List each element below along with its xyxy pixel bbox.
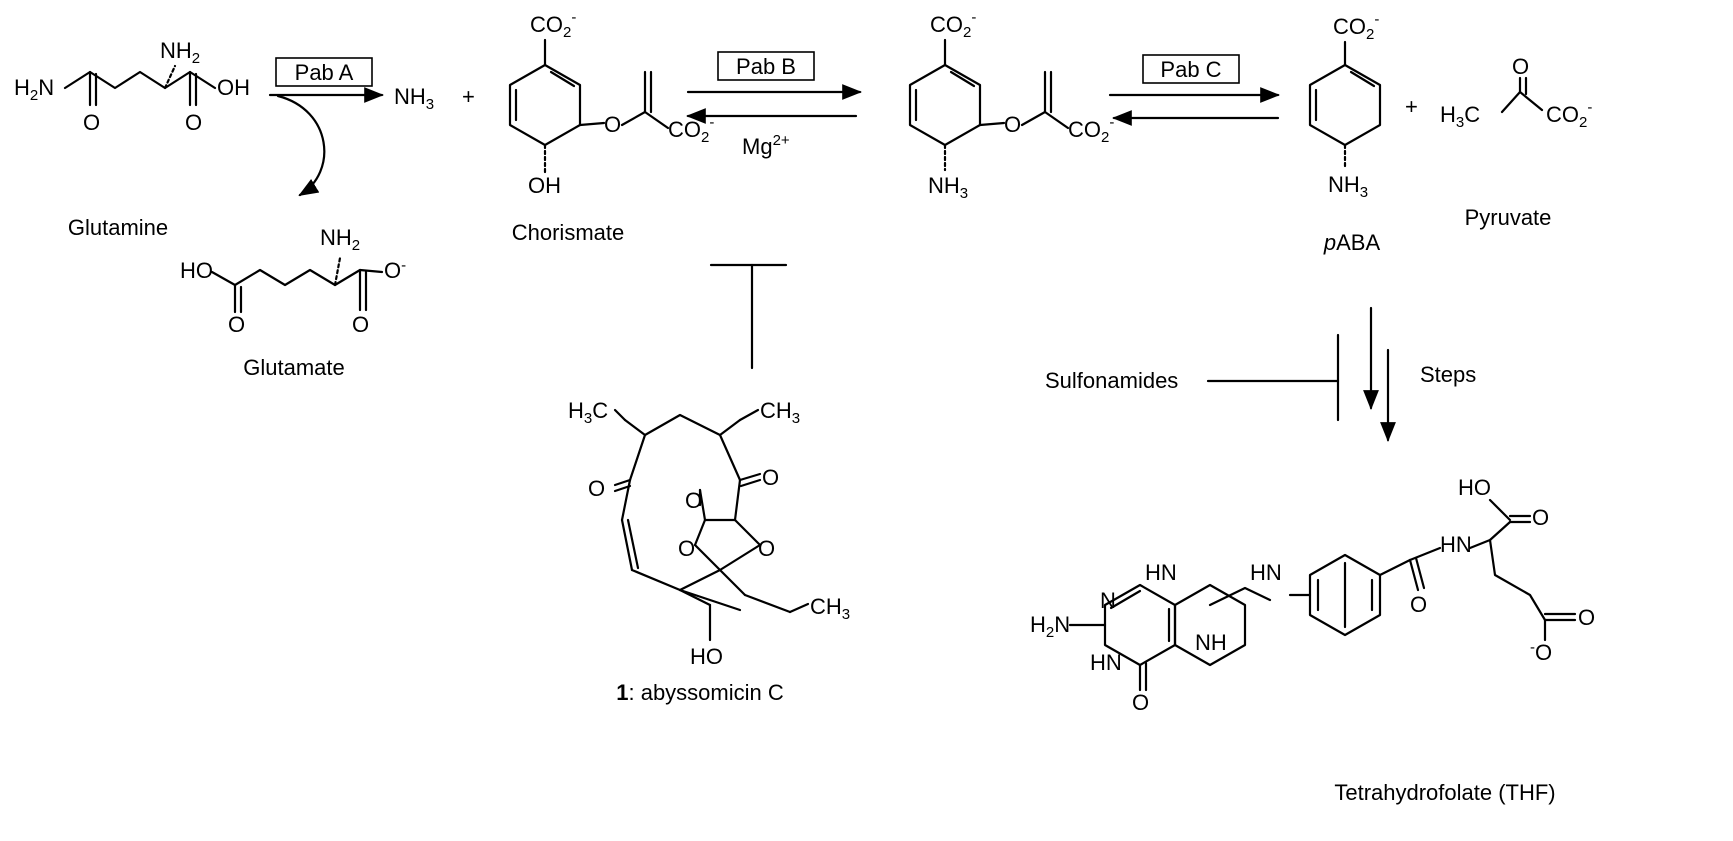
thf-h2n: H2N xyxy=(1030,612,1070,641)
thf-label: Tetrahydrofolate (THF) xyxy=(1334,780,1555,805)
glutamate-release-arrow xyxy=(276,94,326,197)
chorismate-label: Chorismate xyxy=(512,220,624,245)
paba-structure: CO2- NH3 xyxy=(1308,11,1382,201)
adc-co2-top: CO2- xyxy=(930,9,976,41)
abyssomicin-ch3-right: CH3 xyxy=(760,398,800,427)
paba-nh3: NH3 xyxy=(1328,172,1368,201)
thf-acid-o: O xyxy=(1532,505,1549,530)
glutamine-label: Glutamine xyxy=(68,215,168,240)
abyssomicin-h3c-left: H3C xyxy=(568,398,608,427)
nh3-product: NH3 xyxy=(394,84,434,113)
thf-hn-amide: HN xyxy=(1440,532,1472,557)
pyruvate-label: Pyruvate xyxy=(1465,205,1552,230)
thf-o-minus: -O xyxy=(1530,639,1552,665)
glutamine-structure: H2N O NH2 O OH xyxy=(14,38,250,135)
pyruvate-o: O xyxy=(1512,54,1529,79)
thf-hn-amine: HN xyxy=(1250,560,1282,585)
sulfonamides-label: Sulfonamides xyxy=(1045,368,1178,393)
chorismate-structure: CO2- O CO2- OH xyxy=(508,9,714,198)
thf-amide-o: O xyxy=(1410,592,1427,617)
glutamine-acid-o-atom: O xyxy=(185,110,202,135)
adc-co2-side: CO2- xyxy=(1068,114,1114,146)
pab-b-box xyxy=(717,51,815,81)
abyssomicin-o-right: O xyxy=(762,465,779,490)
thf-carbonyl-o: O xyxy=(1132,690,1149,715)
chorismate-co2-top: CO2- xyxy=(530,9,576,41)
plus-sign-2: + xyxy=(1405,94,1418,119)
adc-nh3: NH3 xyxy=(928,173,968,202)
thf-glu-o: O xyxy=(1578,605,1595,630)
pyruvate-structure: O H3C CO2- xyxy=(1440,54,1592,131)
thf-hn-bottom: HN xyxy=(1090,650,1122,675)
abyssomicin-o-left: O xyxy=(588,476,605,501)
glutamate-o-atom-1: O xyxy=(228,312,245,337)
thf-n-left: N xyxy=(1100,588,1116,613)
aminodeoxychorismate-structure: CO2- O CO2- NH3 xyxy=(908,9,1114,202)
paba-co2: CO2- xyxy=(1333,11,1379,43)
abyssomicin-label: 1: abyssomicin C xyxy=(616,680,784,705)
thf-nh: NH xyxy=(1195,630,1227,655)
paba-label: pABA xyxy=(1323,230,1381,255)
pab-b-label: Pab B xyxy=(736,54,796,79)
glutamine-nh2-atom: NH2 xyxy=(160,38,200,67)
glutamate-structure: HO O NH2 O O- xyxy=(180,225,406,337)
glutamate-o-atom-2: O xyxy=(352,312,369,337)
chorismate-co2-side: CO2- xyxy=(668,114,714,146)
abyssomicin-o-lactone: O xyxy=(685,488,702,513)
mg-cofactor: Mg2+ xyxy=(742,132,790,159)
plus-sign-1: + xyxy=(462,84,475,109)
thf-ho: HO xyxy=(1458,475,1491,500)
thf-structure: HN N H2N HN O NH HN O HN HO O O -O xyxy=(1030,475,1595,715)
pyruvate-co2: CO2- xyxy=(1546,99,1592,131)
adc-ether-o: O xyxy=(1004,112,1021,137)
abyssomicin-o-ring: O xyxy=(678,536,695,561)
steps-label: Steps xyxy=(1420,362,1476,387)
abyssomicin-ho: HO xyxy=(690,644,723,669)
pab-c-box xyxy=(1142,54,1240,84)
chorismate-oh: OH xyxy=(528,173,561,198)
chorismate-ether-o: O xyxy=(604,112,621,137)
thf-hn-top: HN xyxy=(1145,560,1177,585)
pyruvate-h3c: H3C xyxy=(1440,102,1480,131)
glutamine-amide-o-atom: O xyxy=(83,110,100,135)
abyssomicin-ch3-bottom: CH3 xyxy=(810,594,850,623)
glutamate-nh2-atom: NH2 xyxy=(320,225,360,254)
abyssomicin-structure: H3C CH3 O O O O O CH3 HO xyxy=(568,398,850,669)
glutamate-label: Glutamate xyxy=(243,355,345,380)
glutamine-h2n-atom: H2N xyxy=(14,75,54,104)
glutamine-oh-atom: OH xyxy=(217,75,250,100)
glutamate-o-minus-atom: O- xyxy=(384,257,406,283)
pab-a-label: Pab A xyxy=(295,60,354,85)
glutamate-ho-atom: HO xyxy=(180,258,213,283)
pab-c-label: Pab C xyxy=(1160,57,1221,82)
pab-a-box xyxy=(275,57,373,87)
abyssomicin-o-ether: O xyxy=(758,536,775,561)
